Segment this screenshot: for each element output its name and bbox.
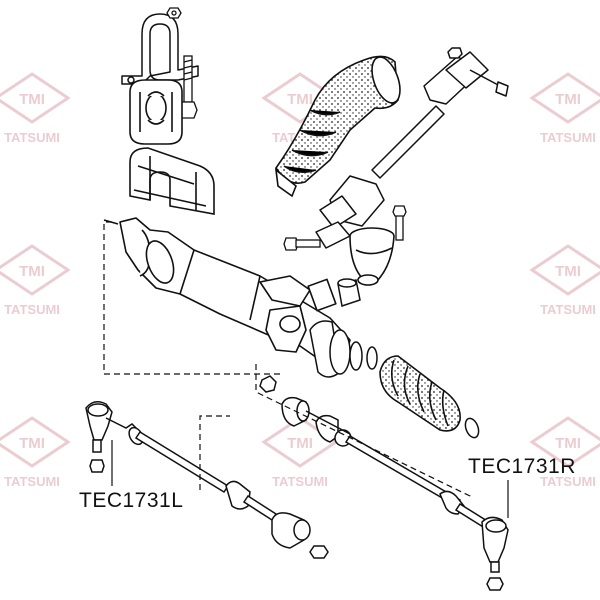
- tmi-watermark-logo: TMI TATSUMI: [529, 72, 600, 145]
- watermark-brand-text: TATSUMI: [4, 302, 60, 317]
- leader-lines: [111, 440, 509, 518]
- watermark-logo-text: TMI: [19, 91, 45, 108]
- bracket-nut-icon: [166, 7, 182, 19]
- yoke-bolt: [283, 205, 407, 251]
- part-label-right: TEC1731R: [468, 455, 576, 478]
- column-dust-cover: [274, 55, 401, 198]
- rack-bellows-boot: [379, 355, 461, 432]
- tatsumi-watermarks: TMI TATSUMI TMI TATSUMI TMI TATSUMI TMI TATSUMI…: [0, 72, 600, 489]
- rack-end-seal: [309, 320, 378, 378]
- pinion-bearing: [337, 278, 361, 307]
- rack-bushing: [129, 79, 183, 145]
- part-label-left: TEC1731L: [79, 489, 183, 512]
- watermark-logo-text: TMI: [287, 91, 313, 108]
- tmi-watermark-logo: TMI TATSUMI: [261, 416, 339, 489]
- watermark-logo-text: TMI: [19, 435, 45, 452]
- watermark-brand-text: TATSUMI: [540, 302, 596, 317]
- tmi-watermark-logo: TMI TATSUMI: [0, 416, 71, 489]
- watermark-brand-text: TATSUMI: [540, 130, 596, 145]
- watermark-logo-text: TMI: [19, 263, 45, 280]
- watermark-brand-text: TATSUMI: [272, 474, 328, 489]
- tmi-watermark-logo: TMI TATSUMI: [0, 244, 71, 317]
- watermark-logo-text: TMI: [555, 263, 581, 280]
- tie-rod-end-left: [85, 401, 149, 473]
- tie-rod-right: [344, 434, 494, 532]
- steering-rack-housing: [103, 217, 351, 361]
- watermark-brand-text: TATSUMI: [540, 474, 596, 489]
- tmi-watermark-logo: TMI TATSUMI: [529, 244, 600, 317]
- steering-column-shaft: [315, 47, 509, 249]
- tie-rod-left: [134, 430, 329, 559]
- tmi-watermark-logo: TMI TATSUMI: [529, 416, 600, 489]
- watermark-brand-text: TATSUMI: [4, 474, 60, 489]
- watermark-logo-text: TMI: [287, 435, 313, 452]
- boot-clamp: [464, 417, 480, 439]
- tie-rod-end-right: [481, 516, 509, 591]
- watermark-logo-text: TMI: [555, 91, 581, 108]
- watermark-logo-text: TMI: [555, 435, 581, 452]
- watermark-brand-text: TATSUMI: [4, 130, 60, 145]
- tmi-watermark-logo: TMI TATSUMI: [0, 72, 71, 145]
- bracket-bolt: [178, 55, 198, 119]
- pinion-boot: [349, 227, 395, 286]
- rack-mount-boot: [129, 147, 215, 215]
- assembly-outline: [103, 221, 471, 500]
